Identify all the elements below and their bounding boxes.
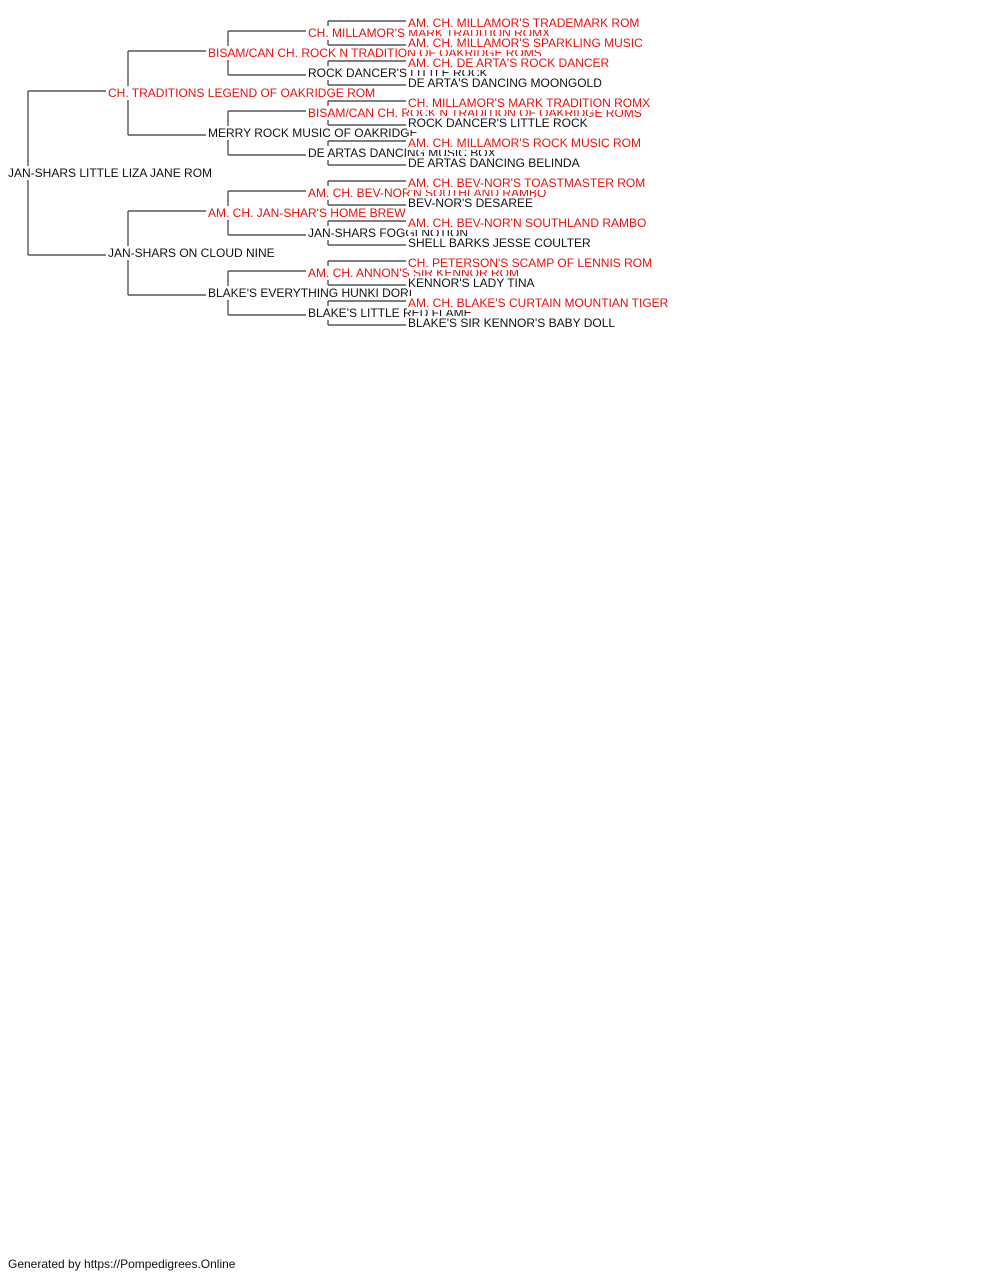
- subject-dog-name: JAN-SHARS LITTLE LIZA JANE ROM: [7, 166, 214, 180]
- ancestor-name: KENNOR'S LADY TINA: [407, 276, 536, 290]
- ancestor-name: ROCK DANCER'S LITTLE ROCK: [407, 116, 589, 130]
- ancestor-name: AM. CH. MILLAMOR'S ROCK MUSIC ROM: [407, 136, 642, 150]
- ancestor-name: AM. CH. DE ARTA'S ROCK DANCER: [407, 56, 611, 70]
- ancestor-name: CH. MILLAMOR'S MARK TRADITION ROMX: [407, 96, 652, 110]
- ancestor-name: AM. CH. JAN-SHAR'S HOME BREW: [207, 206, 407, 220]
- ancestor-name: JAN-SHARS ON CLOUD NINE: [107, 246, 276, 260]
- ancestor-name: DE ARTA'S DANCING MOONGOLD: [407, 76, 603, 90]
- ancestor-name: AM. CH. MILLAMOR'S SPARKLING MUSIC: [407, 36, 644, 50]
- ancestor-name: AM. CH. BEV-NOR'S TOASTMASTER ROM: [407, 176, 647, 190]
- ancestor-name: DE ARTAS DANCING BELINDA: [407, 156, 581, 170]
- ancestor-name: CH. TRADITIONS LEGEND OF OAKRIDGE ROM: [107, 86, 377, 100]
- ancestor-name: BLAKE'S EVERYTHING HUNKI DORI: [207, 286, 414, 300]
- ancestor-name: BEV-NOR'S DESAREE: [407, 196, 534, 210]
- ancestor-name: AM. CH. MILLAMOR'S TRADEMARK ROM: [407, 16, 641, 30]
- ancestor-name: BLAKE'S SIR KENNOR'S BABY DOLL: [407, 316, 617, 330]
- ancestor-name: MERRY ROCK MUSIC OF OAKRIDGE: [207, 126, 419, 140]
- ancestor-name: SHELL BARKS JESSE COULTER: [407, 236, 592, 250]
- ancestor-name: CH. PETERSON'S SCAMP OF LENNIS ROM: [407, 256, 654, 270]
- ancestor-name: AM. CH. BLAKE'S CURTAIN MOUNTIAN TIGER: [407, 296, 670, 310]
- footer-credit: Generated by https://Pompedigrees.Online: [8, 1257, 236, 1271]
- ancestor-name: AM. CH. BEV-NOR'N SOUTHLAND RAMBO: [407, 216, 648, 230]
